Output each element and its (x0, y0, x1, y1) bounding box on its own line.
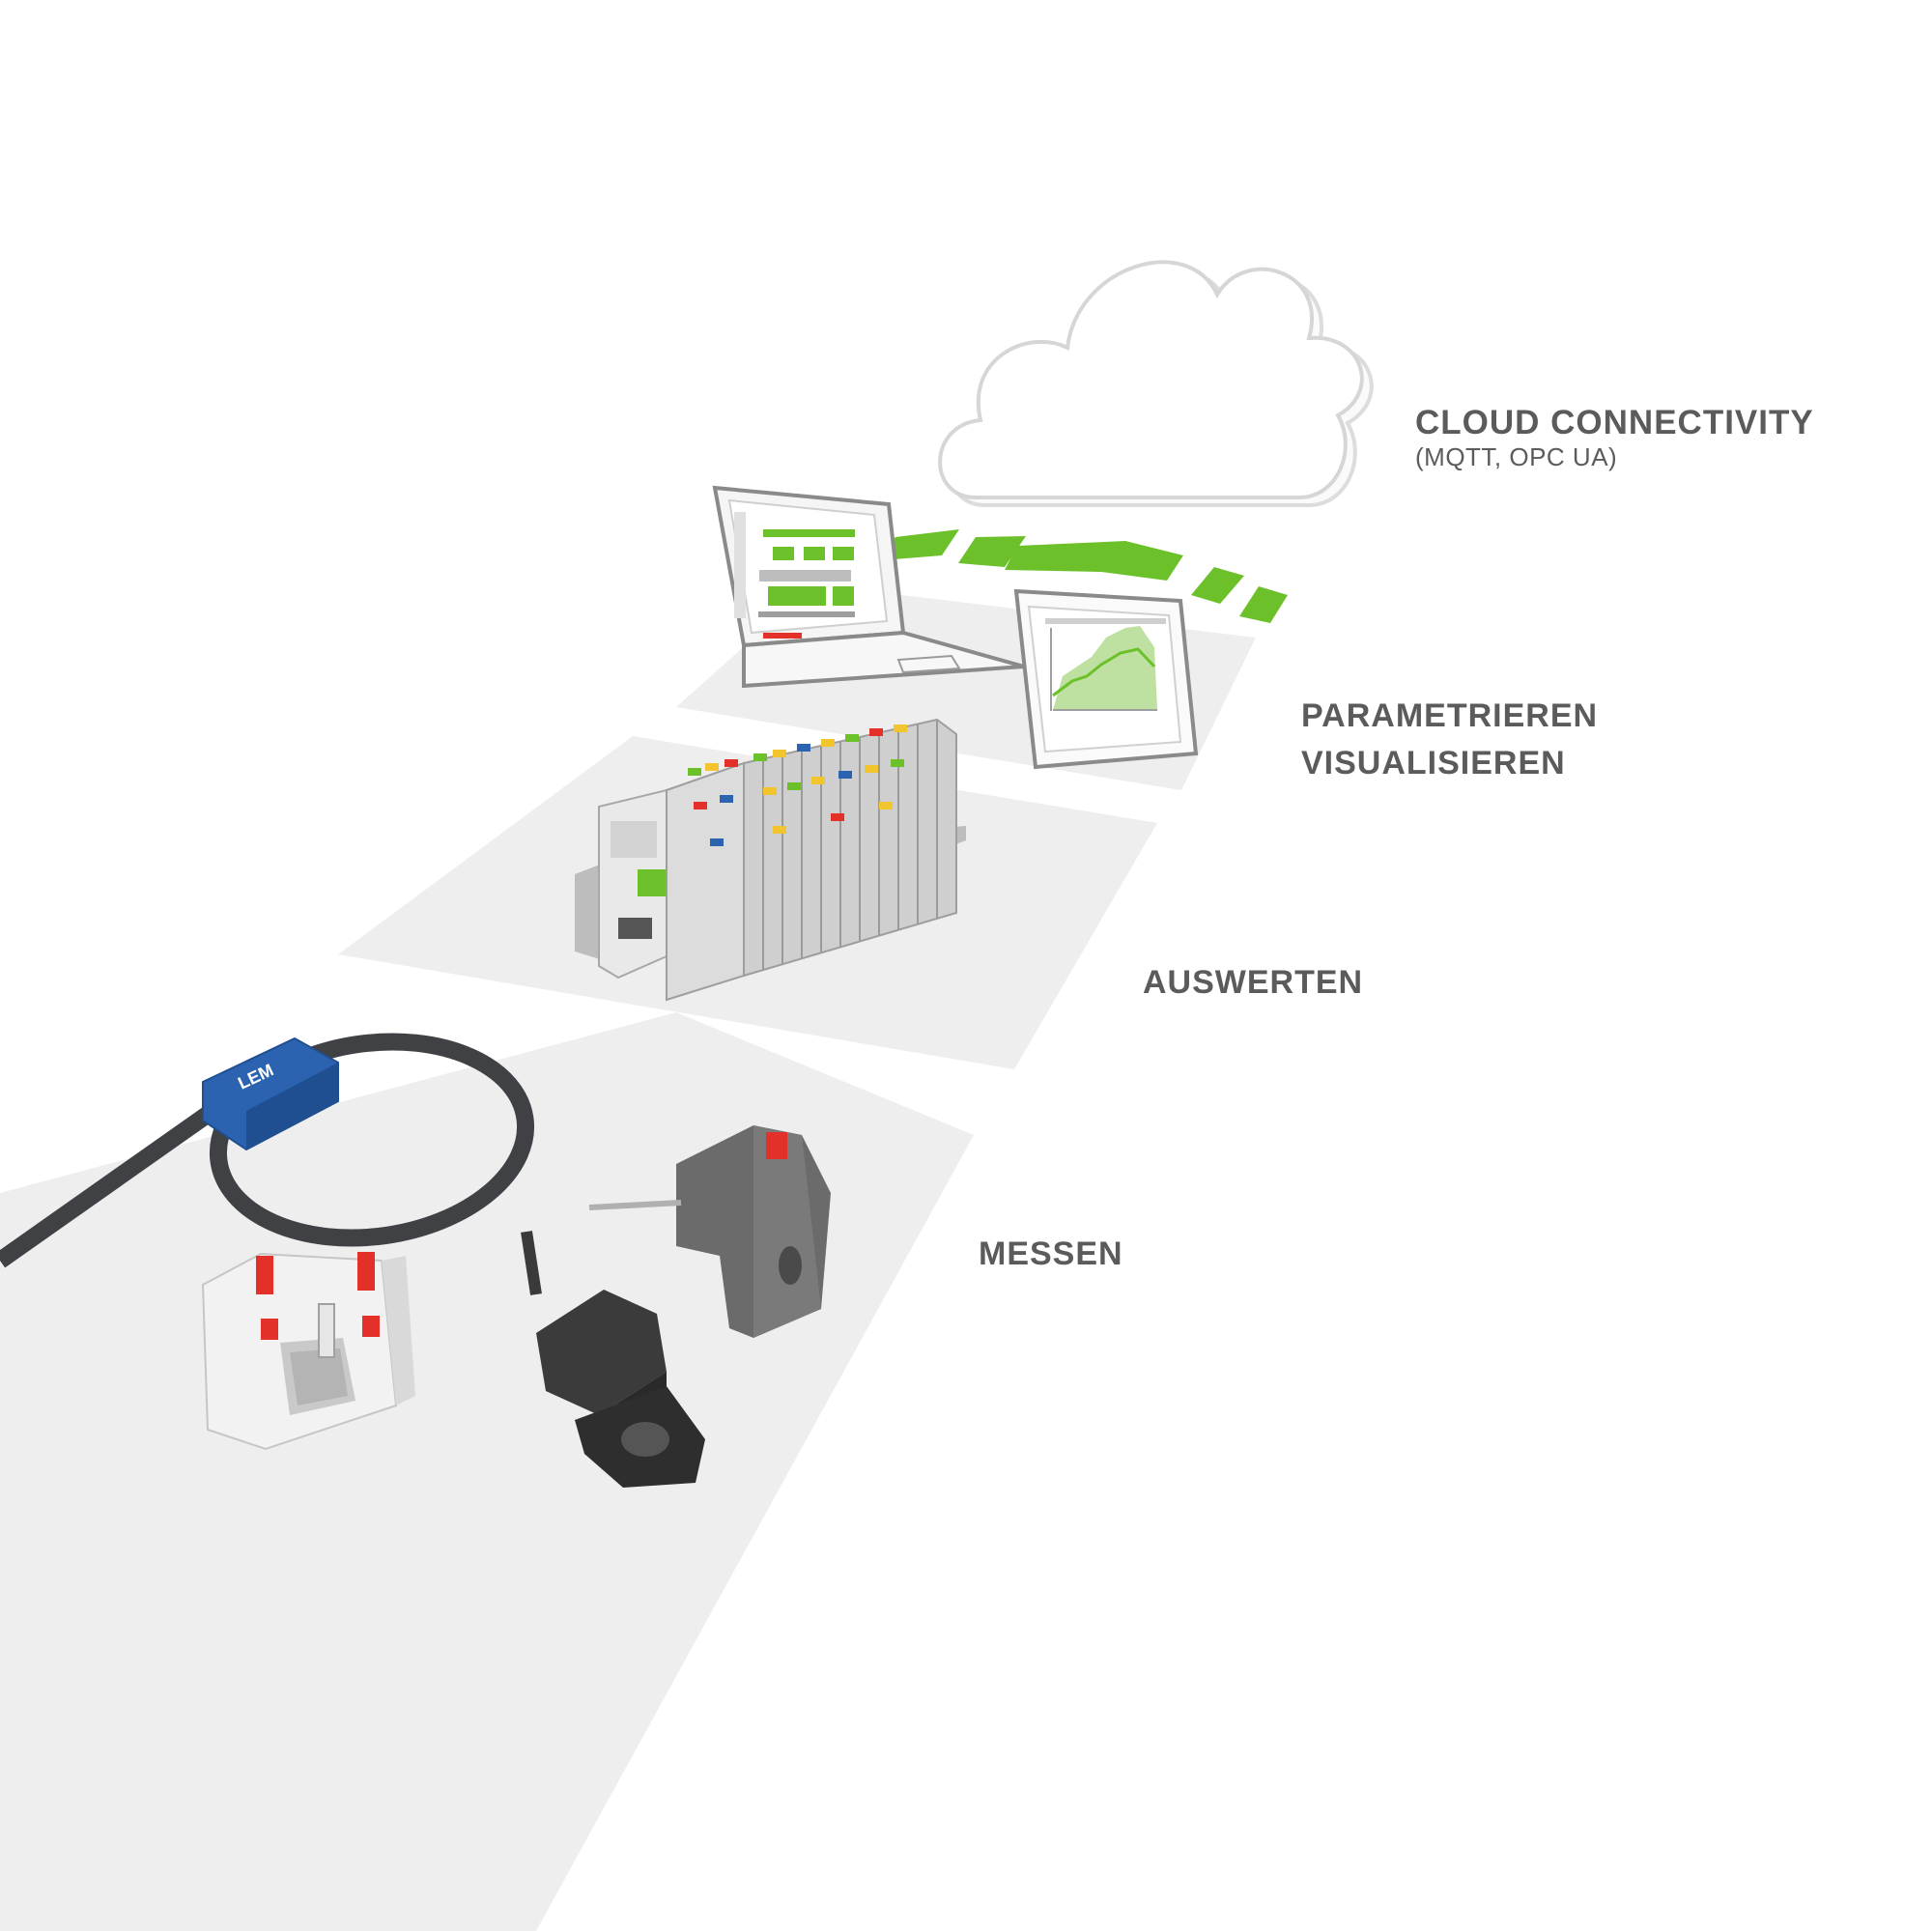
cloud-connectivity-title: CLOUD CONNECTIVITY (1415, 404, 1814, 441)
current-transformer (201, 1252, 415, 1451)
terminal-colored-pins (688, 724, 907, 846)
label-parametrieren-visualisieren: PARAMETRIEREN VISUALISIEREN (1301, 693, 1598, 788)
label-cloud-connectivity: CLOUD CONNECTIVITY (MQTT, OPC UA) (1415, 403, 1814, 471)
cloud-connectivity-protocols: (MQTT, OPC UA) (1415, 442, 1618, 471)
label-auswerten: AUSWERTEN (1143, 964, 1364, 1001)
lem-sensor-box: LEM (202, 1036, 339, 1151)
split-core-sensor (521, 1231, 705, 1488)
current-sensor-icon: LEM (0, 1033, 831, 1488)
label-parametrieren: PARAMETRIEREN (1301, 697, 1599, 734)
split-core-sensor-gray (588, 1125, 831, 1338)
laptop-screen-ui (734, 512, 855, 639)
tablet-icon (1013, 588, 1199, 770)
controller-icon (575, 718, 966, 1002)
laptop-icon (712, 485, 1025, 689)
cloud-connection-dashes (882, 529, 1288, 623)
label-visualisieren: VISUALISIEREN (1301, 745, 1566, 782)
tablet-chart-graphic (1045, 618, 1166, 711)
cloud-icon (938, 260, 1374, 507)
label-messen: MESSEN (979, 1235, 1123, 1272)
